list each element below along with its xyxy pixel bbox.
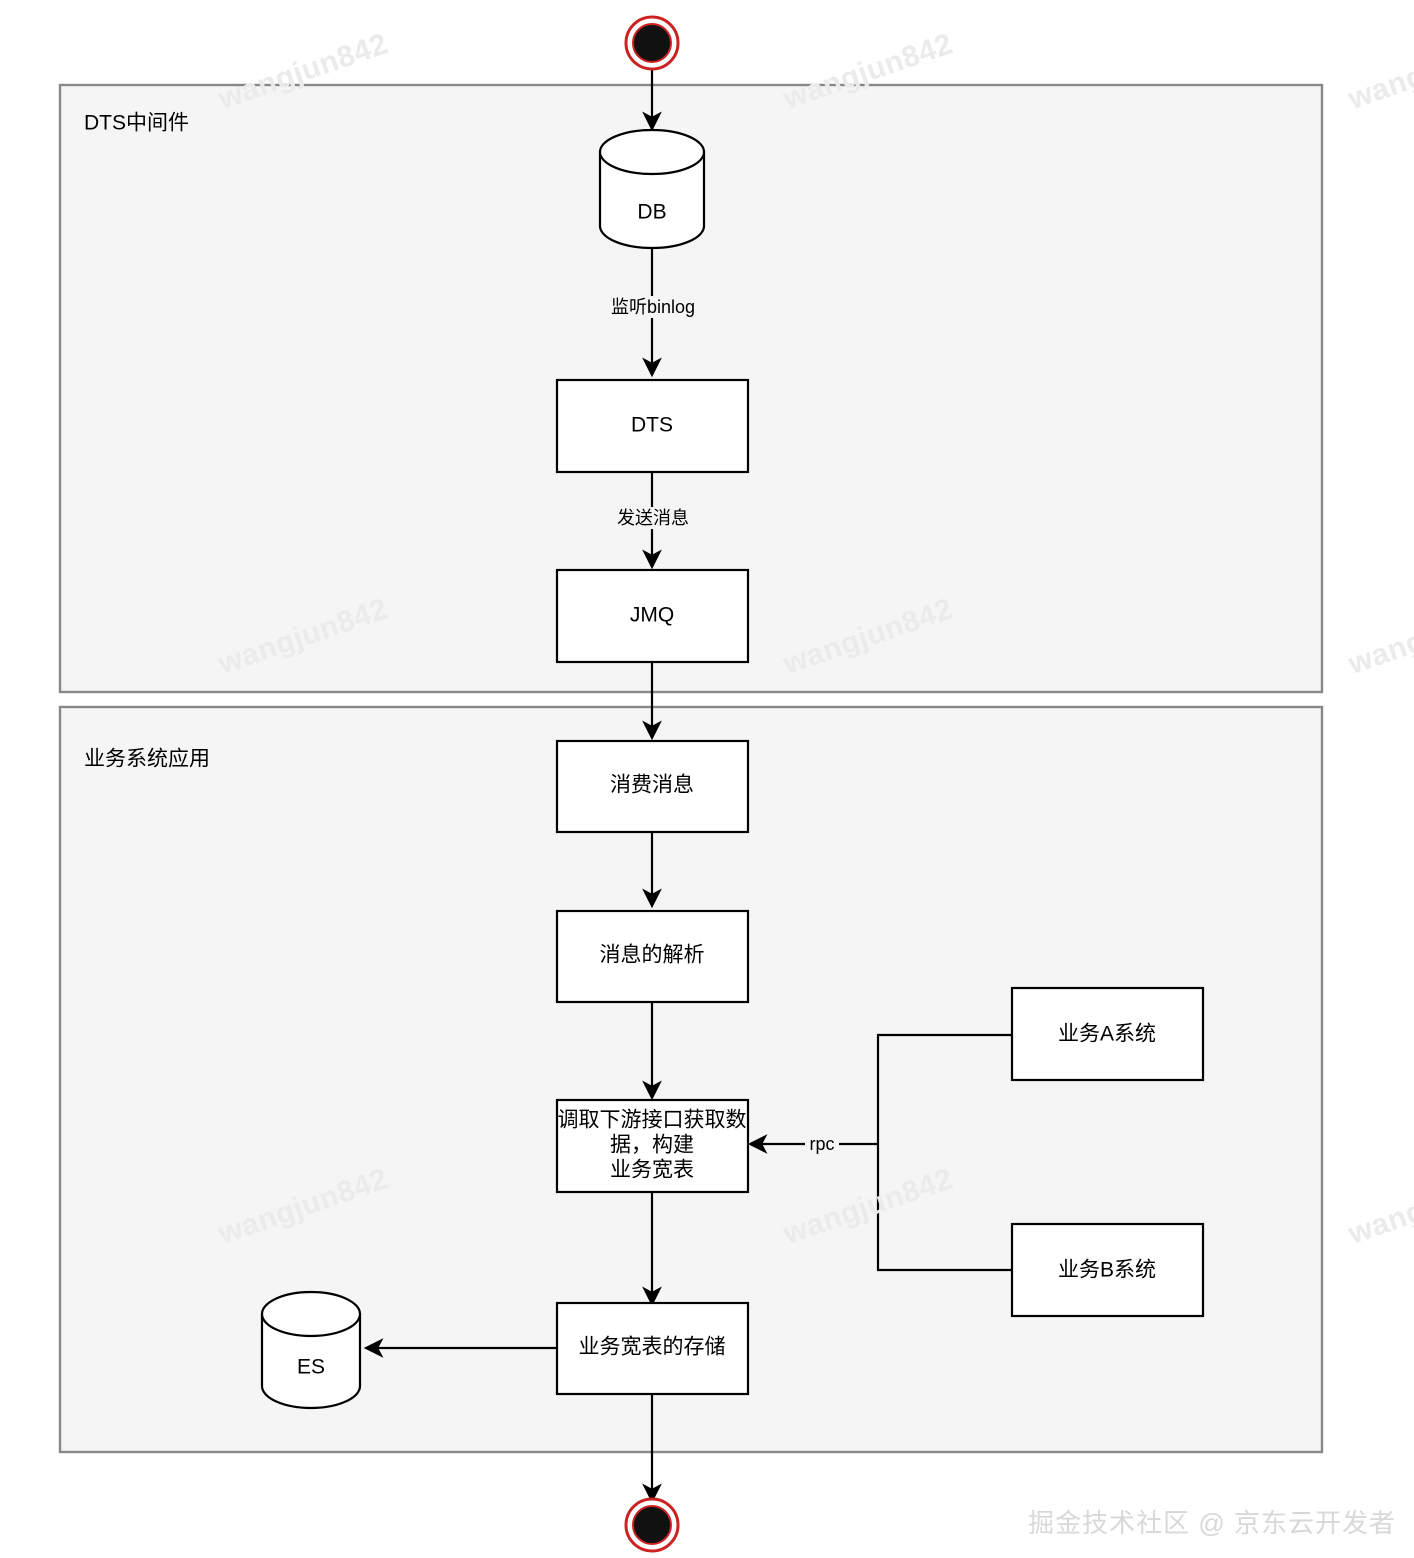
node-es[interactable]: ES (260, 1290, 362, 1410)
svg-text:rpc: rpc (809, 1134, 834, 1154)
node-build[interactable]: 调取下游接口获取数 据，构建 业务宽表 (555, 1098, 750, 1194)
credit-watermark: 掘金技术社区 @ 京东云开发者 (1028, 1508, 1396, 1538)
node-label-consume: 消费消息 (610, 774, 694, 797)
node-jmq[interactable]: JMQ (555, 568, 750, 664)
node-consume[interactable]: 消费消息 (555, 739, 750, 834)
node-label-jmq: JMQ (630, 604, 674, 627)
svg-text:监听binlog: 监听binlog (611, 297, 695, 317)
node-label-system-a: 业务A系统 (1058, 1023, 1156, 1046)
node-db[interactable]: DB (598, 128, 706, 250)
edge-label-listen-binlog: 监听binlog (604, 296, 702, 318)
node-label-db: DB (637, 201, 666, 224)
node-dts[interactable]: DTS (555, 378, 750, 474)
container-label-business-system: 业务系统应用 (84, 748, 210, 771)
edge-bus-systems (876, 1033, 1012, 1272)
node-system-b[interactable]: 业务B系统 (1010, 1222, 1205, 1318)
node-label-build-line3: 业务宽表 (610, 1159, 694, 1182)
start-node[interactable] (624, 15, 680, 71)
node-label-system-b: 业务B系统 (1058, 1259, 1156, 1282)
node-parse[interactable]: 消息的解析 (555, 909, 750, 1004)
node-label-dts: DTS (631, 414, 673, 437)
edge-label-rpc: rpc (805, 1133, 839, 1155)
node-store[interactable]: 业务宽表的存储 (555, 1301, 750, 1396)
node-system-a[interactable]: 业务A系统 (1010, 986, 1205, 1082)
node-label-store: 业务宽表的存储 (579, 1336, 726, 1359)
node-label-parse: 消息的解析 (600, 944, 705, 967)
container-label-dts-middleware: DTS中间件 (84, 112, 189, 135)
edge-label-send-message: 发送消息 (610, 507, 696, 529)
node-label-es: ES (297, 1356, 325, 1379)
end-node[interactable] (624, 1497, 680, 1553)
node-label-build-line2: 据，构建 (610, 1134, 694, 1157)
node-label-build-line1: 调取下游接口获取数 (558, 1109, 747, 1132)
svg-text:发送消息: 发送消息 (617, 508, 689, 528)
